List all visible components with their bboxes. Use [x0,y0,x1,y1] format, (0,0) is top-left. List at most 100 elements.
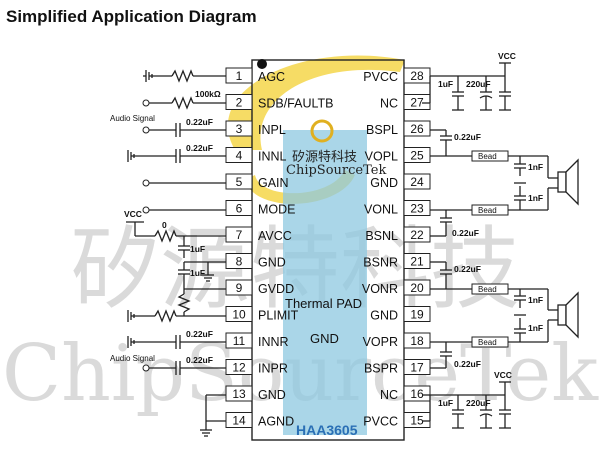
pin-name: BSNR [363,256,398,270]
pin-number: 9 [236,281,243,295]
pin-19: 19 GND [370,306,431,323]
bead-1-label: Bead [478,152,497,161]
logo-chinese: 矽源特科技 [292,150,357,165]
pin-24: 24 GND [370,173,431,190]
pin-name: AGC [258,70,285,84]
pin-name: NC [380,97,398,111]
bead-4-label: Bead [478,338,497,347]
sdb-network: 100kΩ [142,89,226,110]
vonr-output: Bead 1nF [430,283,558,311]
pin-number: 10 [232,308,246,322]
pin-name: BSPL [366,123,398,137]
bead-3-label: Bead [478,285,497,294]
pin-number: 5 [236,175,243,189]
pin-number: 4 [236,149,243,163]
resistor-zero-label: 0 [162,220,167,230]
audio-signal-label-right: Audio Signal [110,354,155,363]
cap-input-2-label: 0.22uF [186,143,213,153]
speaker-right-icon [557,291,579,339]
logo: 矽源特科技 ChipSourceTek [286,119,386,178]
pin-13: 13 GND [225,385,286,402]
vopr-output: Bead 1nF [430,314,558,348]
pin-1: 1 AGC [225,67,285,84]
pin-number: 20 [410,281,424,295]
thermal-pad [283,130,367,435]
innl-network: 0.22uF [127,143,226,163]
pin-number: 26 [410,122,424,136]
bootstrap-cap-3-label: 0.22uF [454,264,481,274]
pin-name: INNR [258,335,289,349]
pin-number: 23 [410,202,424,216]
out-cap-4-label: 1nF [528,323,543,333]
pin-number: 19 [410,308,424,322]
pin-number: 12 [232,361,246,375]
pin-number: 13 [232,387,246,401]
cap-input-4-label: 0.22uF [186,355,213,365]
pin-number: 22 [410,228,424,242]
pin-number: 7 [236,228,243,242]
inpl-network: Audio Signal 0.22uF [110,114,226,137]
pin-name: PVCC [363,70,398,84]
gnd8-network: 1uF [178,261,226,289]
pin-name: GVDD [258,282,294,296]
logo-latin: ChipSourceTek [286,163,386,178]
pin-name: GND [370,309,398,323]
bead-2-label: Bead [478,206,497,215]
audio-signal-label-left: Audio Signal [110,114,155,123]
pin-22: 22 BSNL [365,226,431,243]
right-pins: 28PVCC27NC26BSPL25VOPL24GND23VONL22BSNL2… [362,67,431,429]
bsnl-network: 0.22uF [430,210,479,238]
pin-number: 27 [410,96,424,110]
chip-part-number: HAA3605 [296,422,358,438]
pin-name: PVCC [363,415,398,429]
pin-10: 10 PLIMIT [225,306,299,323]
pin-number: 11 [233,334,246,348]
pin-2: 2 SDB/FAULTB [225,94,333,111]
pin-name: GND [258,256,286,270]
out-cap-3-label: 1nF [528,295,543,305]
pin-name: PLIMIT [258,309,299,323]
pin-name: SDB/FAULTB [258,97,333,111]
inpr-network: Audio Signal 0.22uF [110,354,226,375]
pin-11: 11 INNR [225,332,289,349]
pin-number: 3 [236,122,243,136]
pin-name: GND [370,176,398,190]
pvcc-top-network: VCC 1uF 220uF [422,51,516,111]
pin-number: 16 [410,387,424,401]
pin-number: 1 [236,69,243,83]
pin-number: 24 [410,175,424,189]
vopl-output: Bead 1nF [430,150,558,179]
mode-network [142,206,226,214]
pin-27: 27 NC [380,94,431,111]
cap-1uf-a-label: 1uF [190,244,205,254]
pin-number: 2 [236,96,243,110]
pin-name: NC [380,388,398,402]
gnd13-14-network [200,394,226,437]
bootstrap-cap-2-label: 0.22uF [452,228,479,238]
pin-number: 21 [410,255,424,269]
plimit-network [127,309,226,323]
pin-name: BSNL [365,229,398,243]
vonl-output: Bead 1nF [430,182,558,216]
pin-number: 8 [236,255,243,269]
gvdd-network [177,288,226,316]
pin-name: MODE [258,203,296,217]
pin-number: 18 [410,334,424,348]
bsnr-network: 0.22uF [430,261,481,289]
speaker-left-icon [557,158,579,206]
gain-network [142,179,226,187]
pin-name: GND [258,388,286,402]
